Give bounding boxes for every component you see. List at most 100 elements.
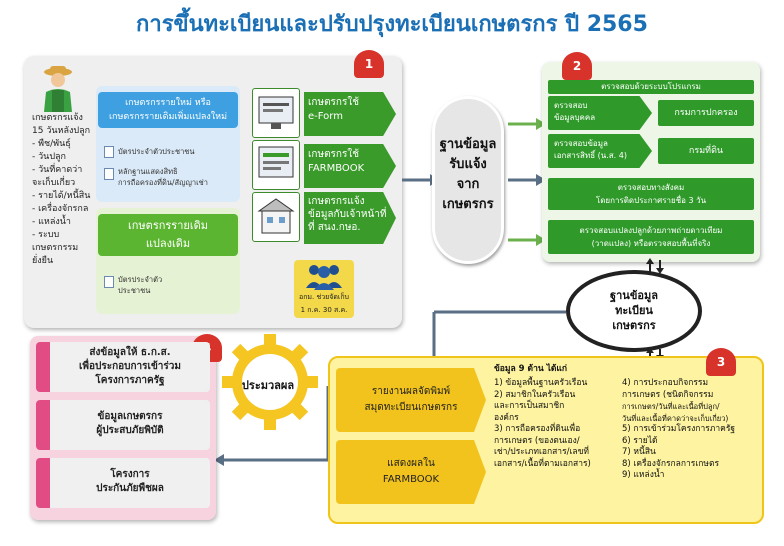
list-item: 5) การเข้าร่วมโครงการภาครัฐ — [622, 424, 736, 434]
farmer-line: เกษตรกรรม — [32, 243, 79, 253]
output-line: ข้อมูลเกษตรกร — [97, 411, 163, 422]
farmer-line: - วันที่คาดว่า — [32, 165, 83, 175]
period-line1: อกม. ช่วยจัดเก็บ — [298, 293, 349, 301]
old-farmer-line1: เกษตรกรรายเดิม — [128, 219, 208, 232]
pill-line: เกษตรกร — [442, 197, 494, 212]
output-disaster: ข้อมูลเกษตรกร ผู้ประสบภัยพิบัติ — [52, 410, 208, 438]
oval-line: ฐานข้อมูล — [610, 289, 658, 302]
doc-line: บัตรประจำตัว — [118, 275, 163, 284]
output-line: ส่งข้อมูลให้ ธ.ก.ส. — [89, 347, 171, 358]
farmer-line: - เครื่องจักรกล — [32, 204, 89, 214]
farmer-line: - รายได้/หนี้สิน — [32, 191, 91, 201]
farmer-notify-list: เกษตรกรแจ้ง 15 วันหลังปลูก - พืช/พันธุ์ … — [32, 112, 102, 268]
flow-arrows — [402, 118, 546, 246]
period-line2: 1 ก.ค. 30 ส.ค. — [300, 306, 348, 314]
output-line: ผู้ประสบภัยพิบัติ — [96, 425, 164, 436]
option-line: ที่ สนง.กษอ. — [308, 222, 361, 233]
list-item: 3) การถือครองที่ดินเพื่อ — [494, 424, 581, 434]
check-land: ตรวจสอบข้อมูล เอกสารสิทธิ์ (น.ส. 4) — [548, 134, 652, 168]
farmer-icon — [44, 66, 72, 112]
report-print-box: รายงานผลจัดพิมพ์ สมุดทะเบียนเกษตรกร — [336, 368, 486, 432]
output-row — [36, 342, 210, 392]
new-doc-id: บัตรประจำตัวประชาชน — [118, 147, 195, 156]
check-line: ข้อมูลบุคคล — [554, 113, 596, 122]
farmer-line: - วันปลูก — [32, 152, 66, 162]
doc-line: หลักฐานแสดงสิทธิ — [118, 167, 178, 176]
old-farmer-header: เกษตรกรรายเดิม แปลงเดิม — [98, 214, 238, 256]
processing-label: ประมวลผล — [241, 379, 295, 392]
option-line: เกษตรกรใช้ — [308, 149, 360, 160]
check-system-header: ตรวจสอบด้วยระบบโปรแกรม — [548, 80, 754, 94]
farmer-line: - ระบบ — [32, 230, 60, 240]
gear-icon — [222, 334, 318, 430]
farmer-line: - พืช/พันธุ์ — [32, 139, 71, 149]
social-check: ตรวจสอบทางสังคม โดยการติดประกาศรายชื่อ 3… — [548, 178, 754, 210]
new-farmer-header: เกษตรกรรายใหม่ หรือ เกษตรกรรายเดิมเพิ่มแ… — [98, 92, 238, 128]
list-item: 1) ข้อมูลพื้นฐานครัวเรือน — [494, 378, 588, 388]
dept-land: กรมที่ดิน — [658, 138, 754, 164]
new-farmer-line1: เกษตรกรรายใหม่ หรือ — [125, 98, 211, 108]
option-line: FARMBOOK — [308, 163, 365, 174]
option-farmbook: เกษตรกรใช้ FARMBOOK — [304, 144, 396, 188]
dept-admin: กรมการปกครอง — [658, 100, 754, 126]
output-row — [36, 458, 210, 508]
list-item: 8) เครื่องจักรกลการเกษตร — [622, 458, 720, 469]
list-item: องค์กร — [494, 412, 519, 423]
farmer-line: จะเก็บเกี่ยว — [32, 178, 76, 188]
list-item: 4) การประกอบกิจกรรม — [622, 378, 709, 388]
list-item: 7) หนี้สิน — [622, 447, 656, 457]
oval-line: เกษตรกร — [612, 319, 656, 332]
check-line: เอกสารสิทธิ์ (น.ส. 4) — [554, 151, 627, 160]
farmer-line: - แหล่งน้ำ — [32, 217, 71, 227]
check-line: ตรวจสอบแปลงปลูกด้วยภาพถ่ายดาวเทียม — [579, 226, 723, 235]
output-line: ประกันภัยพืชผล — [96, 483, 164, 494]
step-badge-1: 1 — [354, 50, 384, 78]
list-item: และการเป็นสมาชิก — [494, 401, 565, 411]
oval-line: ทะเบียน — [615, 304, 653, 317]
nine-areas-right-list: 4) การประกอบกิจกรรม การเกษตร (ชนิดกิจกรร… — [622, 378, 762, 482]
document-icon — [104, 146, 114, 158]
list-item: 9) แหล่งน้ำ — [622, 470, 665, 480]
intake-database-pill: ฐานข้อมูล รับแจ้ง จาก เกษตรกร — [432, 96, 504, 264]
farmbook-screen-icon — [252, 140, 300, 190]
old-farmer-line2: แปลงเดิม — [145, 237, 191, 250]
farmer-line: เกษตรกรแจ้ง — [32, 113, 83, 123]
old-doc-id: บัตรประจำตัว ประชาชน — [118, 274, 228, 296]
list-item: การเกษตร (ของตนเอง/ — [494, 435, 580, 446]
list-item: การเกษตร/วันที่และเนื้อที่ปลูก/ — [622, 402, 720, 411]
option-office: เกษตรกรแจ้ง ข้อมูลกับเจ้าหน้าที่ ที่ สนง… — [304, 192, 396, 244]
check-line: ตรวจสอบ — [554, 101, 588, 110]
check-line: (วาดแปลง) หรือตรวจสอบพื้นที่จริง — [591, 239, 711, 248]
doc-line: การถือครองที่ดิน/สัญญาเช่า — [118, 178, 208, 187]
registry-database-oval: ฐานข้อมูล ทะเบียน เกษตรกร — [566, 270, 702, 352]
office-building-icon — [252, 192, 300, 242]
farmer-line: ยั่งยืน — [32, 256, 54, 266]
check-line: ตรวจสอบข้อมูล — [554, 139, 608, 148]
output-line: โครงการภาครัฐ — [95, 375, 165, 386]
check-person: ตรวจสอบ ข้อมูลบุคคล — [548, 96, 652, 130]
pill-line: จาก — [456, 177, 480, 192]
list-item: วันที่และเนื้อที่คาดว่าจะเก็บเกี่ยว) — [622, 413, 729, 423]
eform-screen-icon — [252, 88, 300, 138]
pill-line: ฐานข้อมูล — [439, 137, 497, 152]
nine-areas-left-list: 1) ข้อมูลพื้นฐานครัวเรือน 2) สมาชิกในครั… — [494, 378, 626, 470]
pill-line: รับแจ้ง — [449, 157, 487, 172]
report-line: สมุดทะเบียนเกษตรกร — [364, 402, 458, 413]
show-line: FARMBOOK — [382, 474, 440, 485]
page-title: การขึ้นทะเบียนและปรับปรุงทะเบียนเกษตรกร … — [136, 12, 648, 37]
output-row-accent — [36, 400, 50, 450]
step-badge-2: 2 — [562, 52, 592, 80]
check-line: ตรวจสอบทางสังคม — [617, 183, 685, 192]
field-check: ตรวจสอบแปลงปลูกด้วยภาพถ่ายดาวเทียม (วาดแ… — [548, 220, 754, 254]
step-badge-3: 3 — [706, 348, 736, 376]
output-row-accent — [36, 458, 50, 508]
option-line: e-Form — [308, 111, 343, 122]
output-line: โครงการ — [110, 469, 150, 480]
output-crop-insurance: โครงการ ประกันภัยพืชผล — [52, 468, 208, 496]
output-line: เพื่อประกอบการเข้าร่วม — [78, 361, 181, 372]
report-line: รายงานผลจัดพิมพ์ — [371, 386, 451, 397]
doc-line: ประชาชน — [118, 286, 151, 295]
list-item: 6) รายได้ — [622, 435, 658, 446]
group-people-icon — [306, 265, 342, 290]
option-line: ข้อมูลกับเจ้าหน้าที่ — [308, 209, 387, 220]
